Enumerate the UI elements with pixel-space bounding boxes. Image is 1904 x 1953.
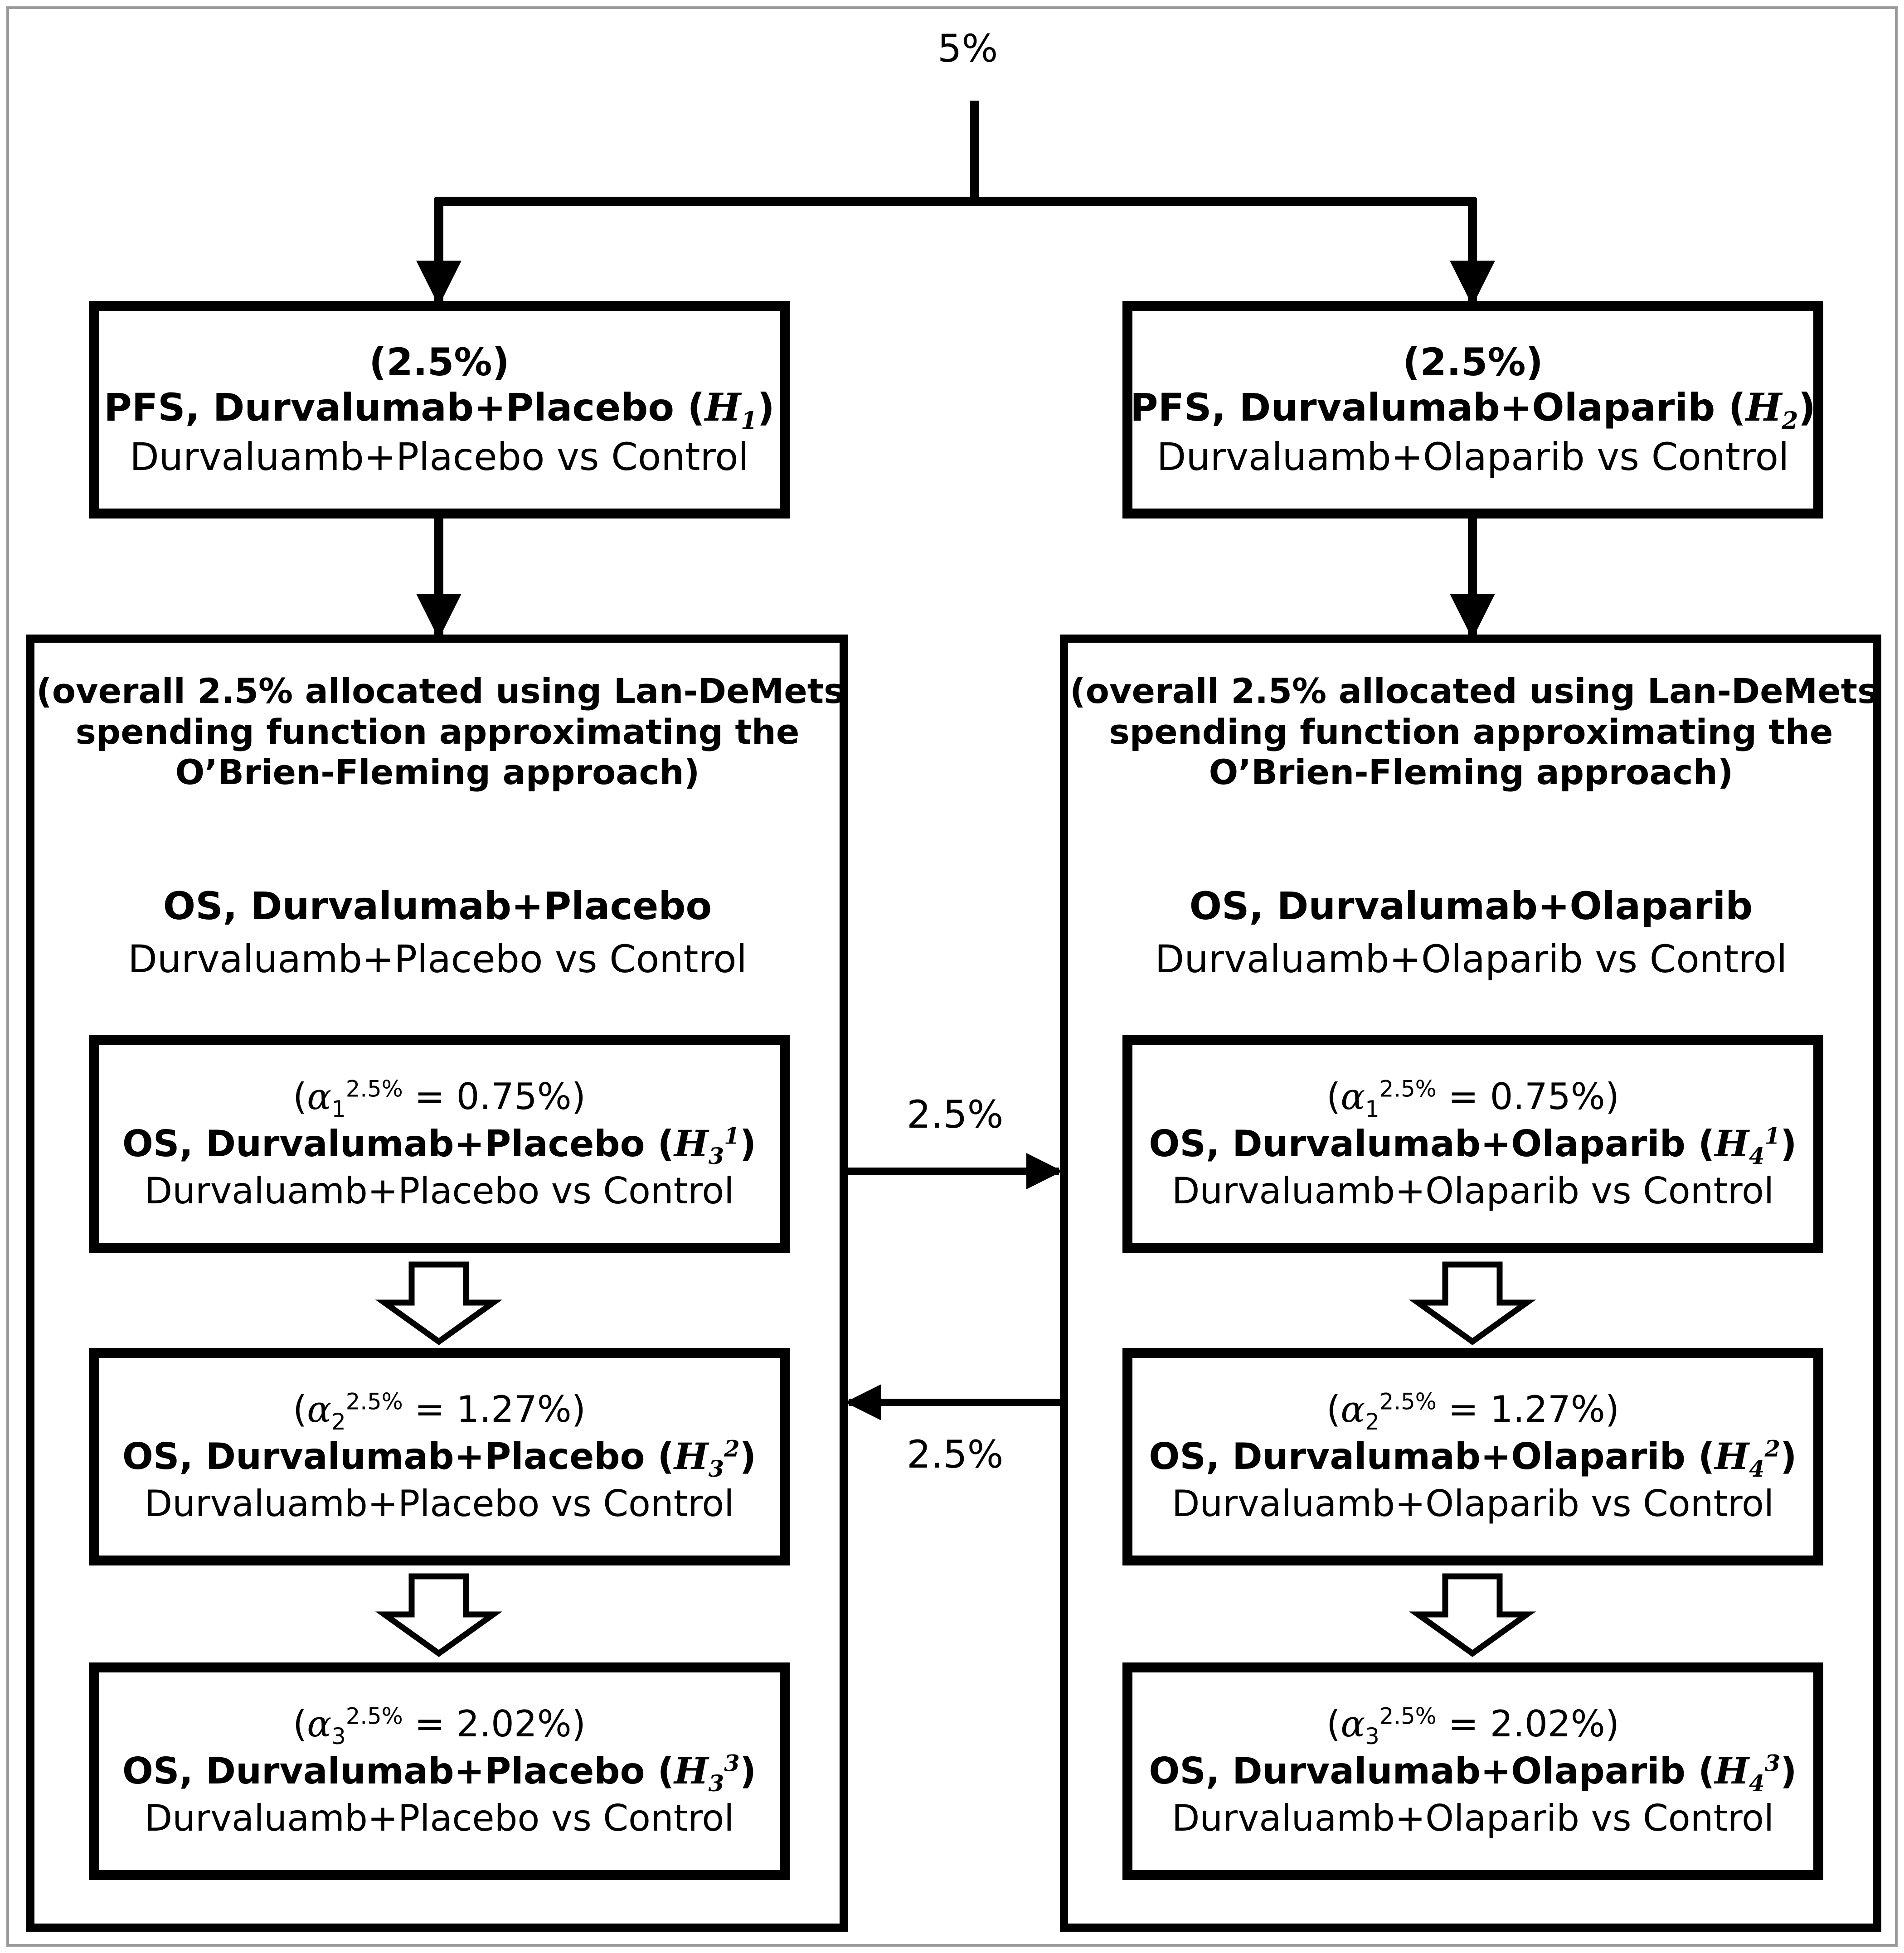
hollow-arrow-right-2 — [1409, 1573, 1536, 1657]
right-pfs-alpha: (2.5%) — [1403, 339, 1543, 384]
right-pfs-box: (2.5%) PFS, Durvalumab+Olaparib (H2) Dur… — [1122, 301, 1823, 519]
right-a1-comparison: Durvaluamb+Olaparib vs Control — [1171, 1169, 1774, 1212]
right-os-analysis-1: (α12.5% = 0.75%) OS, Durvalumab+Olaparib… — [1122, 1035, 1823, 1253]
transfer-left-label: 2.5% — [907, 1432, 1004, 1477]
left-os-comparison: Durvaluamb+Placebo vs Control — [128, 937, 747, 982]
left-spending-note: (overall 2.5% allocated using Lan-DeMets… — [36, 671, 845, 793]
right-a1-alpha: (α12.5% = 0.75%) — [1326, 1075, 1620, 1122]
left-note-line-3: O’Brien-Fleming approach) — [175, 752, 700, 793]
left-os-title: OS, Durvalumab+Placebo — [163, 884, 712, 928]
right-a2-alpha: (α22.5% = 1.27%) — [1326, 1388, 1620, 1435]
left-os-container — [26, 635, 848, 1932]
right-spending-note: (overall 2.5% allocated using Lan-DeMets… — [1070, 671, 1878, 793]
right-note-line-3: O’Brien-Fleming approach) — [1209, 752, 1734, 793]
left-pfs-comparison: Durvaluamb+Placebo vs Control — [130, 435, 749, 480]
left-os-heading: OS, Durvalumab+Placebo Durvaluamb+Placeb… — [36, 884, 839, 982]
left-os-analysis-2: (α22.5% = 1.27%) OS, Durvalumab+Placebo … — [89, 1348, 790, 1565]
right-a3-title: OS, Durvalumab+Olaparib (H43) — [1149, 1749, 1797, 1797]
right-note-line-2: spending function approximating the — [1109, 711, 1833, 752]
left-a3-title: OS, Durvalumab+Placebo (H33) — [122, 1749, 757, 1797]
hollow-arrow-left-1 — [375, 1261, 503, 1345]
left-os-analysis-1: (α12.5% = 0.75%) OS, Durvalumab+Placebo … — [89, 1035, 790, 1253]
left-a3-comparison: Durvaluamb+Placebo vs Control — [144, 1797, 734, 1839]
left-pfs-title: PFS, Durvalumab+Placebo (H1) — [104, 384, 775, 435]
total-alpha-label: 5% — [937, 26, 998, 71]
left-a2-alpha: (α22.5% = 1.27%) — [292, 1388, 586, 1435]
left-a3-alpha: (α32.5% = 2.02%) — [292, 1702, 586, 1749]
left-a1-title: OS, Durvalumab+Placebo (H31) — [122, 1122, 757, 1170]
right-os-heading: OS, Durvalumab+Olaparib Durvaluamb+Olapa… — [1070, 884, 1872, 982]
left-pfs-alpha: (2.5%) — [369, 339, 510, 384]
left-a1-alpha: (α12.5% = 0.75%) — [292, 1075, 586, 1122]
right-a3-comparison: Durvaluamb+Olaparib vs Control — [1171, 1797, 1774, 1839]
right-os-container — [1060, 635, 1881, 1932]
right-os-comparison: Durvaluamb+Olaparib vs Control — [1155, 937, 1787, 982]
left-note-line-2: spending function approximating the — [75, 711, 800, 752]
hollow-arrow-left-2 — [375, 1573, 503, 1657]
right-pfs-comparison: Durvaluamb+Olaparib vs Control — [1156, 435, 1789, 480]
right-pfs-title: PFS, Durvalumab+Olaparib (H2) — [1130, 384, 1816, 435]
transfer-right-label: 2.5% — [907, 1092, 1004, 1137]
right-note-line-1: (overall 2.5% allocated using Lan-DeMets — [1070, 671, 1878, 711]
left-a2-comparison: Durvaluamb+Placebo vs Control — [144, 1482, 734, 1525]
left-a1-comparison: Durvaluamb+Placebo vs Control — [144, 1169, 734, 1212]
right-a3-alpha: (α32.5% = 2.02%) — [1326, 1702, 1620, 1749]
right-a2-title: OS, Durvalumab+Olaparib (H42) — [1149, 1435, 1797, 1483]
left-os-analysis-3: (α32.5% = 2.02%) OS, Durvalumab+Placebo … — [89, 1662, 790, 1880]
figure-frame — [6, 6, 1898, 1947]
right-os-title: OS, Durvalumab+Olaparib — [1189, 884, 1753, 928]
left-a2-title: OS, Durvalumab+Placebo (H32) — [122, 1435, 757, 1483]
right-a1-title: OS, Durvalumab+Olaparib (H41) — [1149, 1122, 1797, 1170]
right-os-analysis-2: (α22.5% = 1.27%) OS, Durvalumab+Olaparib… — [1122, 1348, 1823, 1565]
left-pfs-box: (2.5%) PFS, Durvalumab+Placebo (H1) Durv… — [89, 301, 790, 519]
hollow-arrow-right-1 — [1409, 1261, 1536, 1345]
right-a2-comparison: Durvaluamb+Olaparib vs Control — [1171, 1482, 1774, 1525]
right-os-analysis-3: (α32.5% = 2.02%) OS, Durvalumab+Olaparib… — [1122, 1662, 1823, 1880]
left-note-line-1: (overall 2.5% allocated using Lan-DeMets — [36, 671, 845, 711]
